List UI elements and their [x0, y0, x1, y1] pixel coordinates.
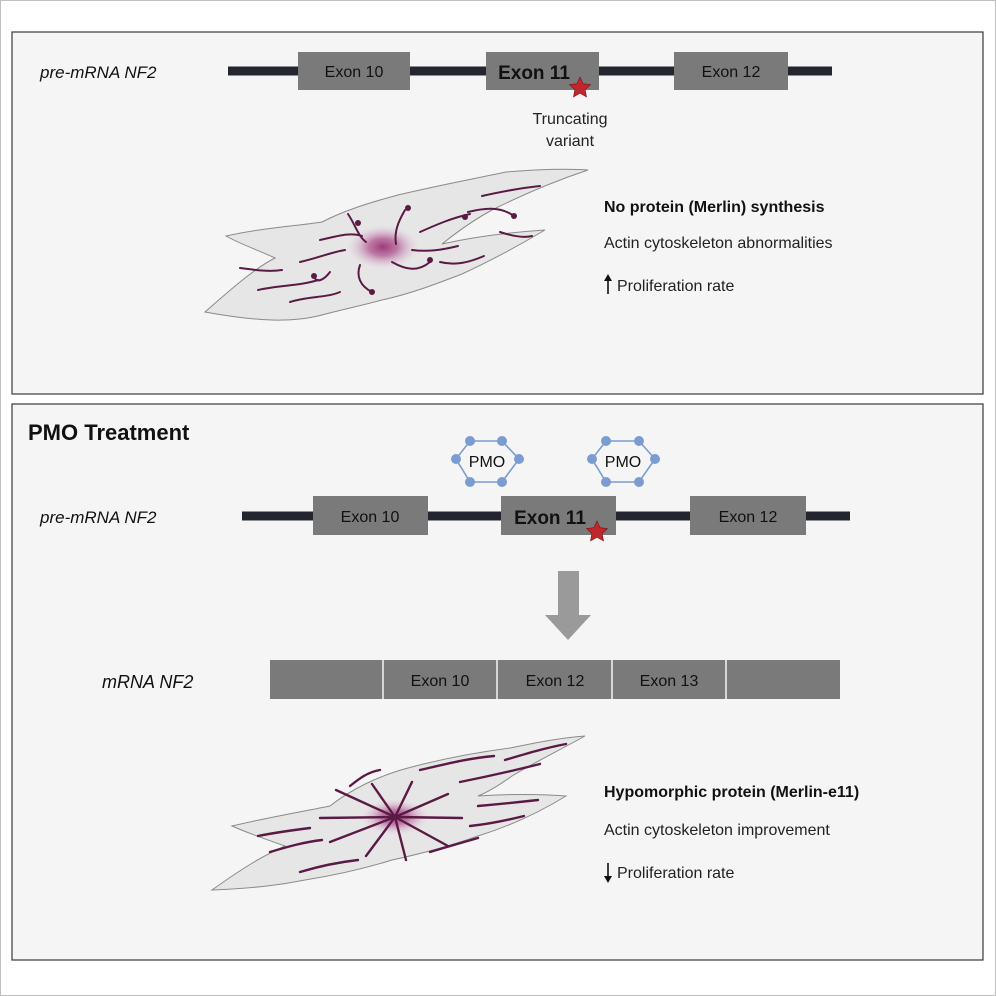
mrna-exon-12-label: Exon 12: [526, 673, 585, 690]
mrna-strand: [270, 660, 840, 699]
top-exon-10-label: Exon 10: [325, 64, 384, 81]
mrna-exon-10-label: Exon 10: [411, 673, 470, 690]
top-variant-line1: Truncating: [533, 111, 608, 128]
bottom-panel-title: PMO Treatment: [28, 420, 190, 445]
pmo-label-2: PMO: [605, 454, 641, 471]
bottom-effect-line2: Actin cytoskeleton improvement: [604, 822, 830, 839]
top-effect-line2: Actin cytoskeleton abnormalities: [604, 235, 833, 252]
pmo-molecule-2: [587, 436, 660, 487]
bottom-exon-10-label: Exon 10: [341, 509, 400, 526]
bottom-exon-12-label: Exon 12: [719, 509, 778, 526]
mrna-label: mRNA NF2: [102, 672, 193, 692]
bottom-effect-headline: Hypomorphic protein (Merlin-e11): [604, 784, 859, 801]
splicing-arrow-icon: [545, 571, 591, 640]
top-variant-line2: variant: [546, 133, 595, 150]
pmo-label-1: PMO: [469, 454, 505, 471]
top-truncating-star-icon: [568, 76, 592, 98]
bottom-premrna-label: pre-mRNA NF2: [39, 508, 157, 527]
top-exon-12: [674, 52, 788, 90]
top-effect-line3: Proliferation rate: [617, 278, 734, 295]
arrow-down-icon: [604, 863, 612, 883]
top-cell-illustration: [203, 168, 589, 321]
pmo-molecule-1: [451, 436, 524, 487]
top-panel: [11, 31, 984, 395]
top-effect-headline: No protein (Merlin) synthesis: [604, 199, 825, 216]
bottom-exon-12: [690, 496, 806, 535]
top-exon-11-label: Exon 11: [498, 63, 570, 84]
bottom-effect-line3: Proliferation rate: [617, 865, 734, 882]
mrna-segment-dividers: [382, 660, 727, 699]
bottom-cell-illustration: [210, 735, 586, 891]
top-exon-10: [298, 52, 410, 90]
mrna-exon-13-label: Exon 13: [640, 673, 699, 690]
top-premrna-label: pre-mRNA NF2: [39, 63, 157, 82]
top-exon-12-label: Exon 12: [702, 64, 761, 81]
arrow-up-icon: [604, 274, 612, 294]
bottom-exon-11-label: Exon 11: [514, 508, 586, 529]
bottom-truncating-star-icon: [585, 520, 609, 542]
bottom-exon-10: [313, 496, 428, 535]
